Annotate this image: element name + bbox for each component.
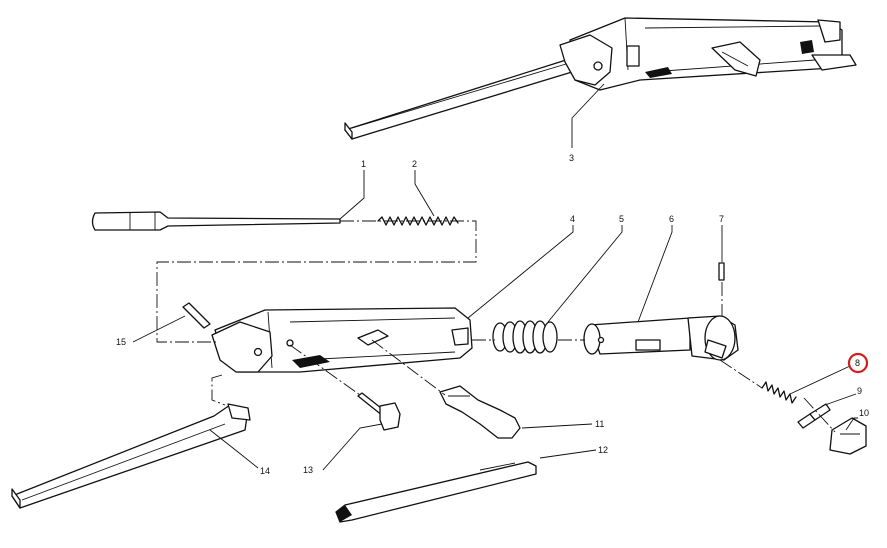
callout-8-highlight-ring: [847, 352, 869, 374]
bolt: [583, 315, 739, 361]
retaining-pin: [357, 392, 401, 431]
extractor: [829, 417, 867, 455]
leader-lines: [132, 83, 858, 471]
callout-15: 15: [116, 337, 126, 347]
recoil-spring: [492, 320, 558, 354]
callout-12: 12: [598, 445, 608, 455]
callout-10: 10: [859, 408, 869, 418]
callout-5: 5: [619, 214, 624, 224]
callout-13: 13: [303, 465, 313, 475]
callout-2: 2: [412, 159, 417, 169]
operating-rod: [11, 403, 251, 509]
assembled-bolt-carrier-group: [344, 17, 857, 140]
callout-3: 3: [569, 153, 574, 163]
operating-handle: [439, 385, 521, 439]
bolt-carrier-body: [211, 307, 473, 373]
small-pin: [718, 262, 725, 281]
callout-8: 8: [855, 358, 860, 368]
callout-labels: 1 2 3 4 5 6 7 8 9 10 11 12 13 14 15: [116, 153, 869, 476]
callout-6: 6: [669, 214, 674, 224]
flat-spring: [335, 461, 537, 523]
firing-pin-spring: [377, 216, 459, 226]
callout-1: 1: [361, 159, 366, 169]
callout-11: 11: [595, 419, 604, 429]
assembly-lines: [156, 220, 836, 433]
callout-4: 4: [570, 214, 575, 224]
ejector-spring: [761, 381, 797, 404]
pin: [182, 302, 211, 329]
callout-9: 9: [857, 386, 862, 396]
plunger: [797, 403, 831, 429]
firing-pin: [91, 211, 341, 231]
callout-14: 14: [260, 466, 270, 476]
callout-7: 7: [719, 214, 724, 224]
